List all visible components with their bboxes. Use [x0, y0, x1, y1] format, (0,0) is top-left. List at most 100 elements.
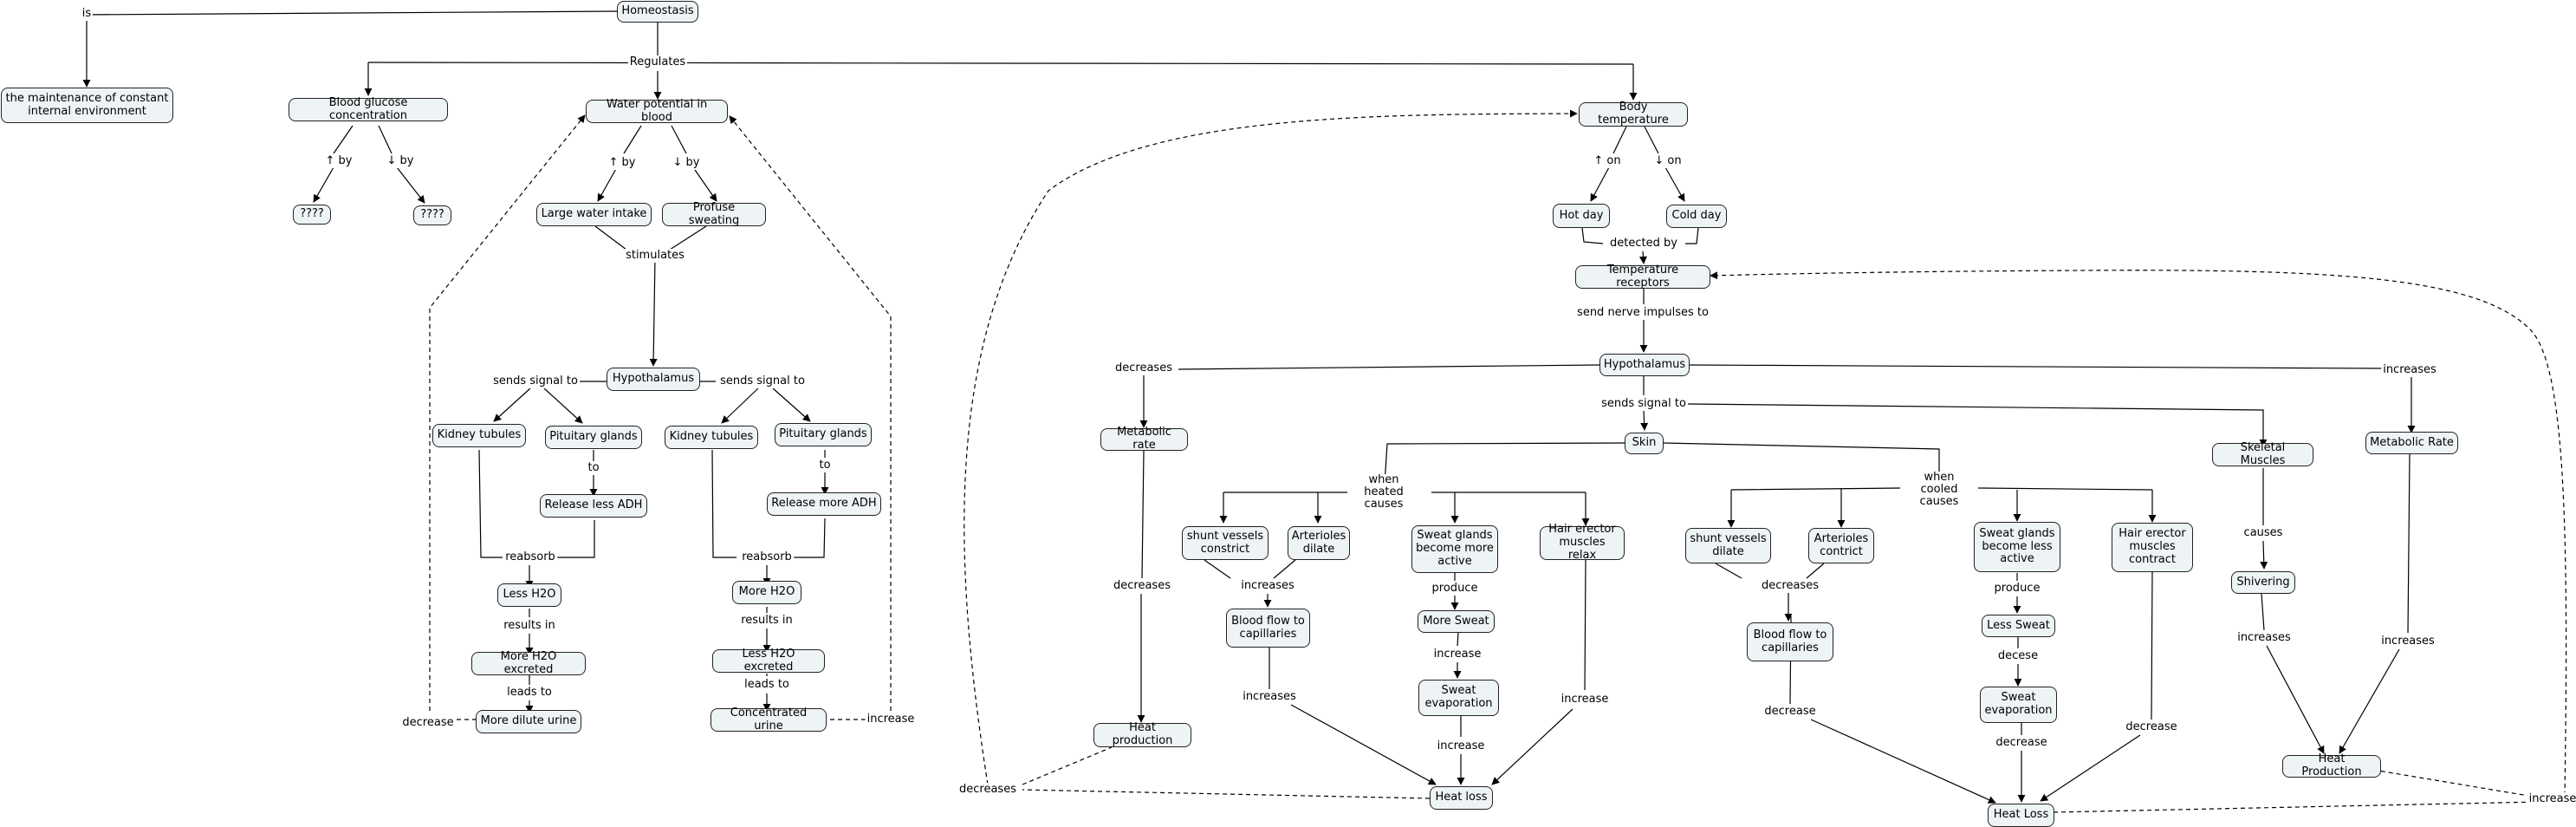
- edge: [1269, 648, 1436, 785]
- concept-profuse-sweating[interactable]: Profuse sweating: [662, 201, 766, 226]
- edge: [1581, 227, 1699, 244]
- edge: [711, 449, 826, 558]
- link-increase-water: increase: [865, 713, 917, 726]
- edge: [493, 387, 531, 422]
- concept-heat-production-upper[interactable]: Heat Production: [2282, 752, 2381, 778]
- concept-large-water-intake[interactable]: Large water intake: [536, 203, 652, 226]
- link-stimulates: stimulates: [624, 249, 686, 263]
- concept-less-sweat[interactable]: Less Sweat: [1982, 615, 2055, 637]
- edge: [1710, 270, 2567, 797]
- concept-more-dilute-urine[interactable]: More dilute urine: [476, 710, 581, 733]
- concept-skin[interactable]: Skin: [1625, 433, 1664, 454]
- concept-shivering[interactable]: Shivering: [2231, 571, 2295, 594]
- concept-unknown-low[interactable]: ????: [293, 205, 331, 225]
- concept-more-h2o[interactable]: More H2O: [732, 581, 801, 604]
- link-increase-loop: increase: [2527, 792, 2576, 806]
- edge: [1022, 746, 1113, 785]
- concept-shunt-constrict[interactable]: shunt vessels constrict: [1182, 526, 1269, 560]
- link-decreases-metabolic: decreases: [1113, 361, 1174, 375]
- concept-more-h2o-excreted[interactable]: More H2O excreted: [471, 650, 586, 675]
- concept-more-sweat[interactable]: More Sweat: [1418, 610, 1495, 633]
- concept-hair-contract[interactable]: Hair erector muscles contract: [2112, 523, 2193, 572]
- concept-sweat-evaporation-heated[interactable]: Sweat evaporation: [1418, 680, 1499, 716]
- concept-body-temperature[interactable]: Body temperature: [1579, 101, 1688, 127]
- concept-blood-flow-heated[interactable]: Blood flow to capillaries: [1226, 609, 1310, 648]
- concept-metabolic-rate-upper[interactable]: Metabolic Rate: [2365, 432, 2458, 454]
- concept-pituitary-left[interactable]: Pituitary glands: [545, 426, 642, 449]
- concept-hypothalamus-water[interactable]: Hypothalamus: [607, 368, 700, 391]
- link-down-by-glucose: ↓ by: [385, 154, 416, 168]
- concept-concentrated-urine[interactable]: Concentrated urine: [711, 707, 827, 732]
- link-increase-heatloss-sweat: increase: [1435, 739, 1487, 753]
- concept-water-potential[interactable]: Water potential in blood: [586, 98, 728, 123]
- concept-release-less-adh[interactable]: Release less ADH: [540, 494, 647, 518]
- concept-arterioles-contrict[interactable]: Arterioles contrict: [1808, 528, 1874, 563]
- edge: [1384, 442, 1625, 485]
- link-produce-more: produce: [1430, 582, 1480, 596]
- concept-metabolic-rate-lower[interactable]: Metabolic rate: [1100, 426, 1188, 452]
- concept-hot-day[interactable]: Hot day: [1553, 204, 1610, 228]
- edge: [478, 449, 595, 558]
- concept-homeostasis[interactable]: Homeostasis: [617, 1, 698, 23]
- link-results-in-left: results in: [502, 619, 557, 633]
- edge: [429, 114, 586, 711]
- edge: [1141, 450, 1144, 722]
- edge: [1492, 559, 1586, 785]
- edge: [721, 387, 759, 424]
- concept-cold-day[interactable]: Cold day: [1666, 205, 1727, 228]
- link-produce-less: produce: [1992, 582, 2042, 596]
- link-leads-to-left: leads to: [505, 686, 554, 700]
- edge: [1178, 364, 1600, 370]
- concept-temperature-receptors[interactable]: Temperature receptors: [1575, 264, 1710, 289]
- concept-sweat-less[interactable]: Sweat glands become less active: [1974, 522, 2060, 572]
- link-causes: causes: [2242, 526, 2285, 540]
- edge: [964, 109, 1578, 785]
- concept-blood-glucose[interactable]: Blood glucose concentration: [289, 96, 448, 121]
- link-down-on: ↓ on: [1652, 154, 1684, 168]
- link-up-on: ↑ on: [1592, 154, 1623, 168]
- concept-arterioles-dilate[interactable]: Arterioles dilate: [1288, 526, 1350, 560]
- link-regulates: Regulates: [627, 55, 688, 69]
- link-increases-shivering: increases: [2235, 631, 2293, 645]
- link-reabsorb-right: reabsorb: [740, 550, 794, 564]
- concept-kidney-tubules-right[interactable]: Kidney tubules: [665, 426, 758, 449]
- link-leads-to-right: leads to: [743, 678, 791, 692]
- concept-hair-relax[interactable]: Hair erector muscles relax: [1540, 523, 1625, 562]
- concept-sweat-evaporation-cooled[interactable]: Sweat evaporation: [1980, 687, 2057, 723]
- link-decreases-loop: decreases: [957, 783, 1018, 797]
- link-when-heated: when heated causes: [1347, 474, 1420, 511]
- concept-hypothalamus-temp[interactable]: Hypothalamus: [1599, 354, 1690, 376]
- link-decrease-flow-loss: decrease: [1762, 705, 1818, 719]
- concept-heat-production-lower[interactable]: Heat production: [1093, 721, 1191, 747]
- link-increases-heatloss-flow: increases: [1241, 690, 1298, 704]
- edge: [729, 115, 892, 711]
- link-increase-evap: increase: [1431, 648, 1483, 661]
- link-send-nerve-impulses: send nerve impulses to: [1575, 306, 1710, 320]
- concept-sweat-more[interactable]: Sweat glands become more active: [1411, 525, 1498, 573]
- link-sends-signal-right: sends signal to: [718, 374, 807, 388]
- concept-unknown-high[interactable]: ????: [413, 205, 451, 225]
- link-increase-heatloss-hair: increase: [1559, 693, 1611, 707]
- edge: [1638, 251, 1647, 264]
- concept-shunt-dilate[interactable]: shunt vessels dilate: [1685, 528, 1771, 563]
- concept-less-h2o[interactable]: Less H2O: [497, 583, 561, 607]
- concept-skeletal-muscles[interactable]: Skeletal Muscles: [2212, 441, 2313, 466]
- edge: [378, 125, 425, 203]
- link-results-in-right: results in: [739, 614, 795, 628]
- link-sends-signal-left: sends signal to: [491, 374, 580, 388]
- concept-definition[interactable]: the maintenance of constant internal env…: [1, 88, 173, 123]
- edge: [543, 387, 583, 424]
- concept-kidney-tubules-left[interactable]: Kidney tubules: [432, 424, 526, 447]
- concept-heat-loss-lower[interactable]: Heat loss: [1430, 786, 1493, 810]
- concept-release-more-adh[interactable]: Release more ADH: [767, 492, 881, 516]
- edge: [598, 125, 642, 201]
- concept-blood-flow-cooled[interactable]: Blood flow to capillaries: [1747, 622, 1833, 661]
- concept-less-h2o-excreted[interactable]: Less H2O excreted: [712, 648, 825, 673]
- edge: [1689, 364, 2384, 369]
- concept-pituitary-right[interactable]: Pituitary glands: [775, 423, 872, 446]
- edge: [2261, 593, 2324, 753]
- link-reabsorb-left: reabsorb: [503, 550, 557, 564]
- link-increases-blood-flow: increases: [1239, 579, 1296, 593]
- link-decrease-hair: decrease: [2124, 720, 2179, 734]
- edge: [2053, 801, 2540, 813]
